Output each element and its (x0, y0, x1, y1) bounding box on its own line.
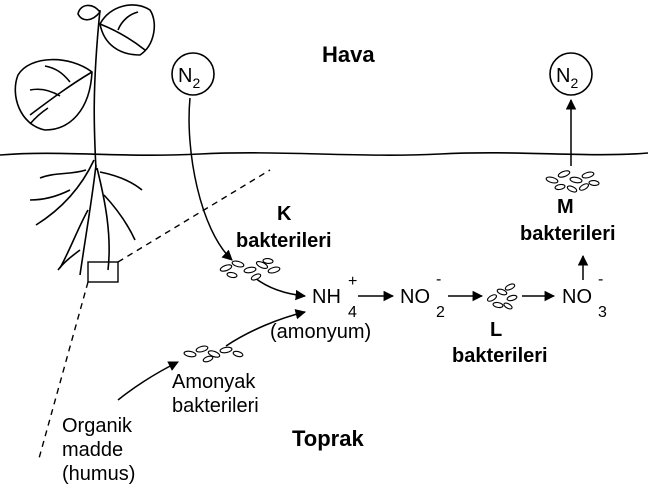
ground-line (0, 153, 648, 155)
nitrite-formula-main: NO (400, 286, 430, 308)
nitrate-subscript: 3 (598, 304, 607, 321)
n2-right-sub: 2 (570, 75, 578, 91)
nitrate-formula-main: NO (562, 286, 592, 308)
m-bacteria-cluster (546, 170, 600, 194)
ammonium-formula: NH + 4 (312, 273, 357, 321)
nitrite-charge: - (436, 271, 441, 288)
n2-left-node: N2 (172, 53, 214, 95)
nitrate-charge: - (598, 271, 603, 288)
organic-matter-line2: madde (62, 439, 123, 461)
n2-left-sub: 2 (192, 75, 200, 91)
ammonia-bacteria-line2: bakterileri (172, 395, 259, 417)
l-bacteria-cluster (486, 283, 517, 310)
ammonium-formula-main: NH (312, 286, 341, 308)
organic-matter-line3: (humus) (62, 463, 135, 485)
arrow-k-to-ammonium (255, 278, 305, 296)
k-bacteria-label: bakterileri (236, 230, 332, 252)
k-bacteria-letter: K (277, 203, 292, 225)
ammonium-name: (amonyum) (270, 321, 371, 343)
organic-matter-line1: Organik (62, 415, 133, 437)
l-bacteria-letter: L (490, 319, 502, 341)
air-label: Hava (322, 42, 375, 67)
n2-right-node: N2 (550, 53, 592, 95)
soil-label: Toprak (292, 426, 364, 451)
plant-illustration (15, 5, 154, 275)
n2-right-main: N (556, 65, 570, 87)
m-bacteria-label: bakterileri (520, 223, 616, 245)
ammonia-bacteria-cluster (184, 345, 244, 363)
m-bacteria-letter: M (557, 196, 574, 218)
root-nodule-box (88, 262, 118, 282)
ammonium-subscript: 4 (348, 304, 357, 321)
nitrate-formula: NO - 3 (562, 271, 607, 321)
arrow-n2-to-k (189, 98, 232, 260)
svg-text:NH: NH (312, 286, 341, 308)
nitrite-subscript: 2 (436, 304, 445, 321)
ammonium-charge: + (348, 273, 357, 290)
k-bacteria-cluster (219, 258, 280, 281)
ammonia-bacteria-line1: Amonyak (172, 371, 256, 393)
n2-left-main: N (178, 65, 192, 87)
l-bacteria-label: bakterileri (452, 345, 548, 367)
arrow-organic-to-ammonia-bact (118, 362, 178, 400)
nitrite-formula: NO - 2 (400, 271, 445, 321)
